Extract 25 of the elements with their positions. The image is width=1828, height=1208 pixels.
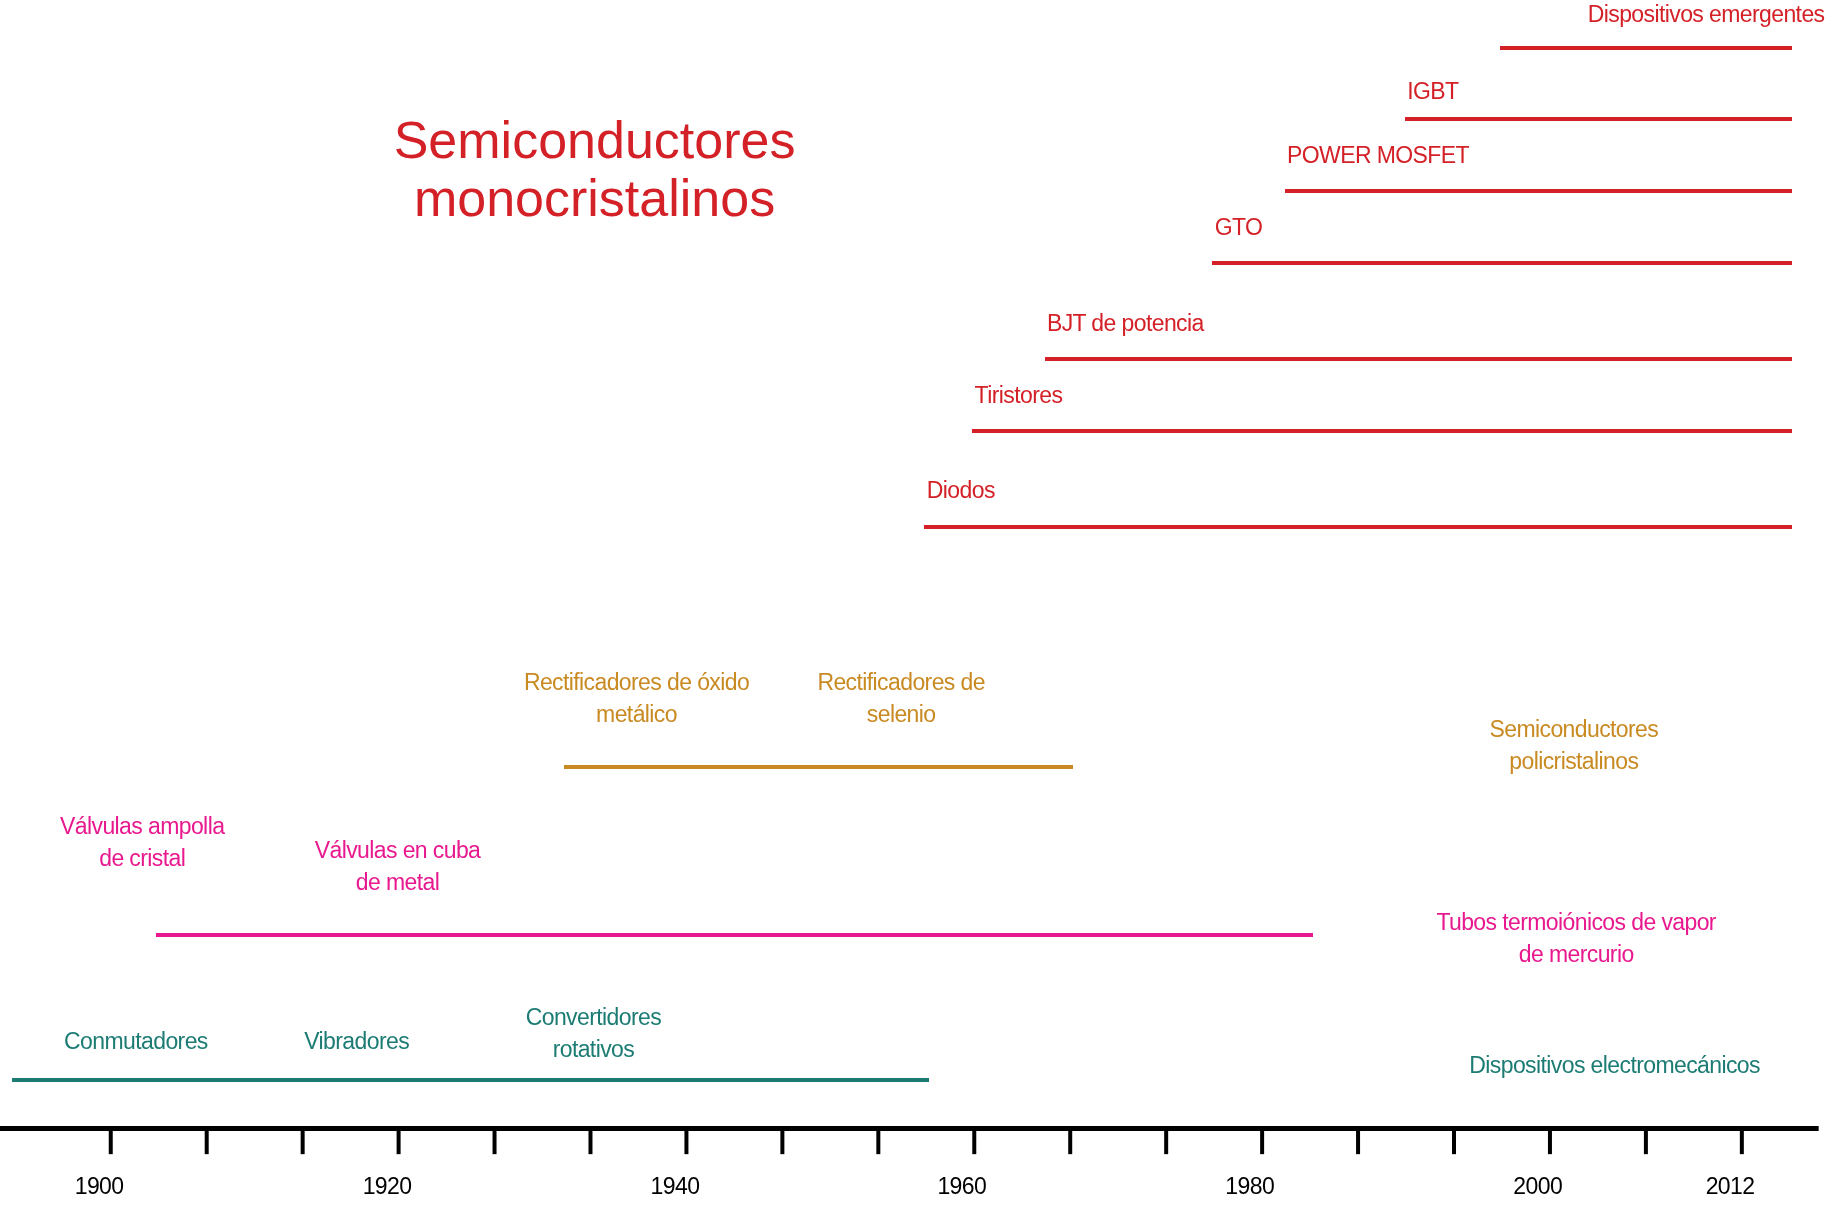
device-label: Rectificadores de selenio bbox=[816, 667, 986, 729]
device-label: GTO bbox=[1214, 213, 1264, 242]
category-label: Semiconductores monocristalinos bbox=[392, 110, 797, 227]
year-label: 1940 bbox=[649, 1172, 701, 1202]
device-label: Válvulas ampolla de cristal bbox=[59, 812, 226, 874]
year-label: 2012 bbox=[1704, 1172, 1756, 1202]
category-label: Dispositivos electromecánicos bbox=[1468, 1051, 1761, 1081]
device-label: IGBT bbox=[1407, 76, 1460, 106]
category-label: Semiconductores policristalinos bbox=[1488, 715, 1660, 777]
device-label: Rectificadores de óxido metálico bbox=[522, 667, 751, 729]
device-label: Válvulas en cuba de metal bbox=[313, 835, 482, 897]
year-label: 1920 bbox=[361, 1172, 413, 1202]
device-label: Diodos bbox=[926, 476, 996, 506]
device-label: Vibradores bbox=[304, 1026, 411, 1056]
category-label: Tubos termoiónicos de vapor de mercurio bbox=[1436, 907, 1717, 969]
year-label: 2000 bbox=[1512, 1172, 1564, 1202]
device-label: Tiristores bbox=[974, 380, 1064, 410]
year-label: 1960 bbox=[936, 1172, 988, 1202]
device-label: Dispositivos emergentes bbox=[1586, 0, 1825, 29]
device-label: POWER MOSFET bbox=[1287, 140, 1470, 170]
device-label: Convertidores rotativos bbox=[524, 1003, 663, 1065]
device-label: BJT de potencia bbox=[1046, 308, 1206, 338]
device-label: Conmutadores bbox=[64, 1026, 209, 1056]
year-label: 1980 bbox=[1224, 1172, 1276, 1202]
year-label: 1900 bbox=[73, 1172, 125, 1202]
